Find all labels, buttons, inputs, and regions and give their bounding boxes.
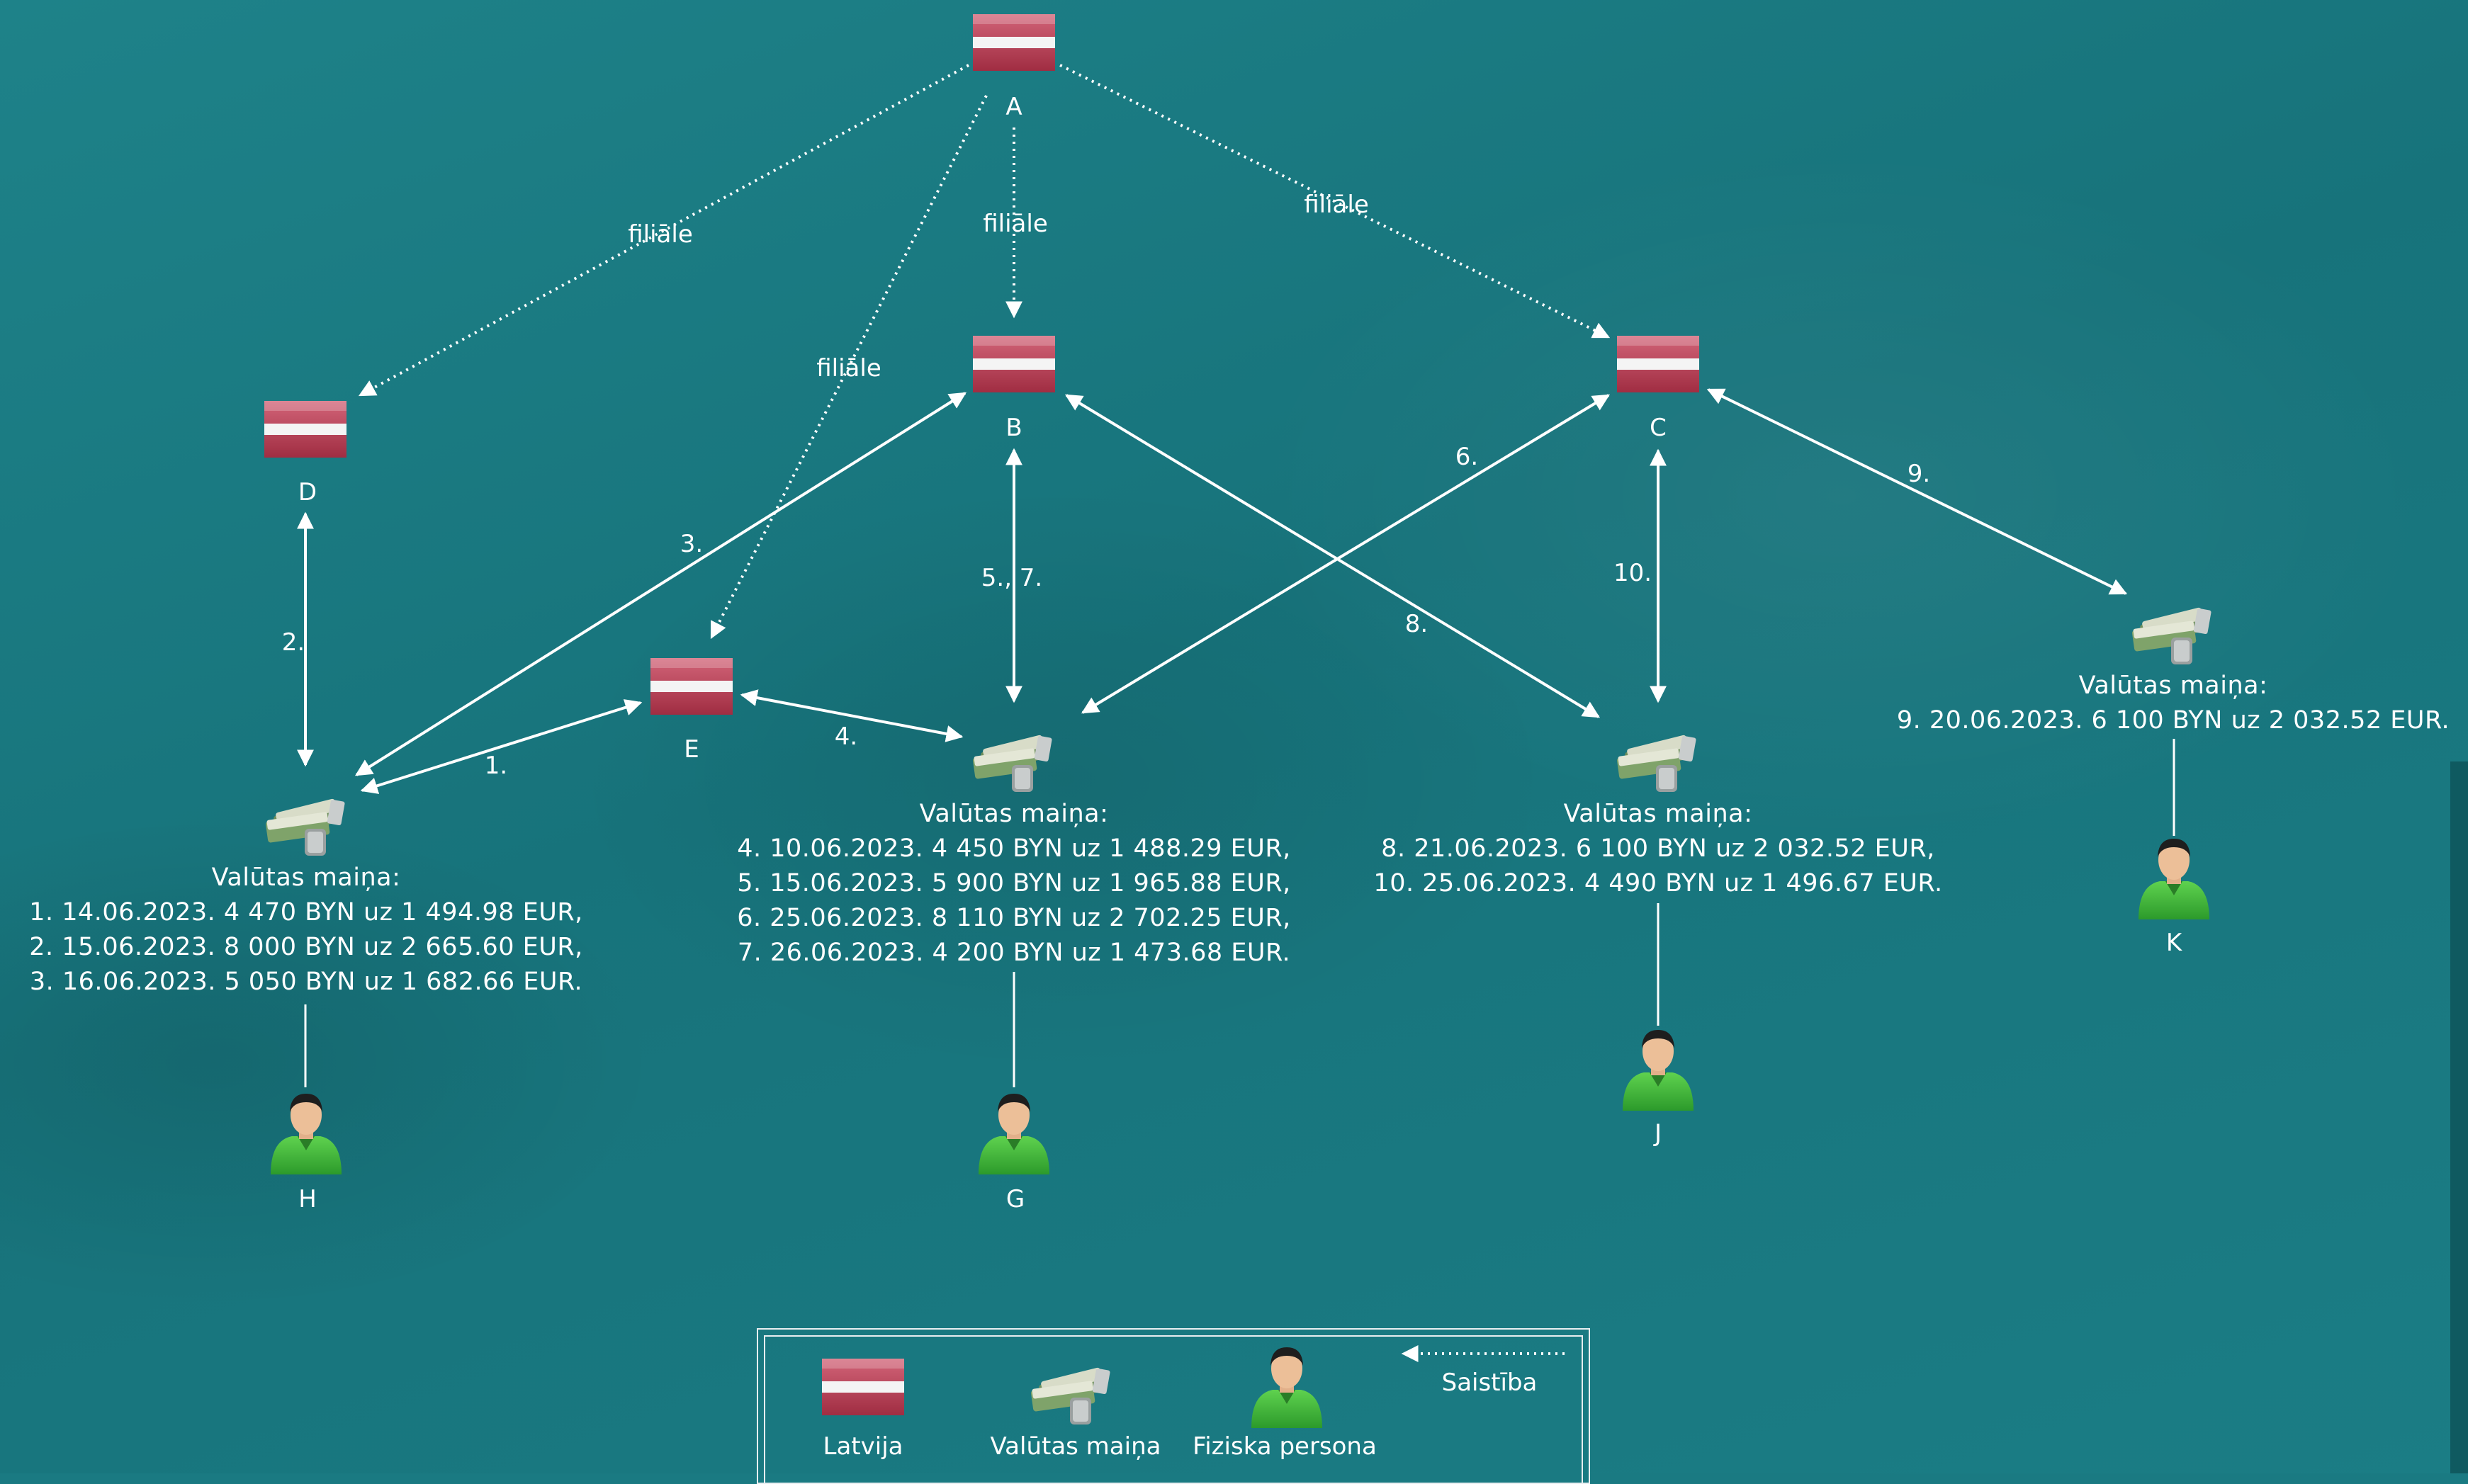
legend-label-valutas-maina: Valūtas maiņa xyxy=(990,1432,1161,1461)
exchange-title-g: Valūtas maiņa: xyxy=(919,800,1109,828)
edge-label-5-7: 5., 7. xyxy=(981,564,1043,592)
exchange-line: 6. 25.06.2023. 8 110 BYN uz 2 702.25 EUR… xyxy=(737,904,1291,932)
legend-icons xyxy=(822,1345,1565,1428)
link-a-c xyxy=(1059,64,1611,339)
edge-label-3: 3. xyxy=(680,530,704,558)
exchange-block-h: Valūtas maiņa: 1. 14.06.2023. 4 470 BYN … xyxy=(29,861,583,999)
person-icon-j xyxy=(1623,1030,1694,1111)
person-connectors xyxy=(304,739,2175,1087)
link-9 xyxy=(1706,388,2128,595)
legend-label-latvija: Latvija xyxy=(823,1432,903,1461)
node-label-a: A xyxy=(1005,93,1022,121)
edge-label-filiale-b: filiāle xyxy=(983,210,1048,238)
legend-label-saistiba: Saistība xyxy=(1441,1369,1538,1397)
node-label-e: E xyxy=(684,735,699,764)
branch-links xyxy=(358,64,1611,640)
legend-person-icon xyxy=(1251,1347,1322,1428)
edge-label-9: 9. xyxy=(1907,460,1931,488)
exchange-line: 8. 21.06.2023. 6 100 BYN uz 2 032.52 EUR… xyxy=(1381,834,1935,863)
exchange-block-j: Valūtas maiņa: 8. 21.06.2023. 6 100 BYN … xyxy=(1373,797,1942,901)
link-a-e xyxy=(710,95,988,640)
exchange-title-h: Valūtas maiņa: xyxy=(211,863,401,892)
edge-label-2: 2. xyxy=(281,628,305,657)
exchange-line: 3. 16.06.2023. 5 050 BYN uz 1 682.66 EUR… xyxy=(29,968,583,996)
right-edge-strip xyxy=(2450,761,2468,1473)
edge-label-8: 8. xyxy=(1404,610,1429,638)
exchange-title-k: Valūtas maiņa: xyxy=(2078,672,2268,700)
link-a-d xyxy=(358,64,969,397)
edge-label-10: 10. xyxy=(1613,559,1652,587)
edge-label-filiale-d: filiāle xyxy=(628,220,693,249)
exchange-title-j: Valūtas maiņa: xyxy=(1563,800,1753,828)
transaction-links xyxy=(297,388,2128,794)
exchange-block-g: Valūtas maiņa: 4. 10.06.2023. 4 450 BYN … xyxy=(737,797,1291,970)
exchange-line: 7. 26.06.2023. 4 200 BYN uz 1 473.68 EUR… xyxy=(737,939,1291,967)
money-stack-icon-h xyxy=(265,798,345,856)
exchange-block-k: Valūtas maiņa: 9. 20.06.2023. 6 100 BYN … xyxy=(1897,669,2450,738)
edge-label-4: 4. xyxy=(834,723,858,751)
link-6 xyxy=(1081,394,1611,714)
edge-label-6: 6. xyxy=(1455,443,1479,471)
person-icon-g xyxy=(979,1094,1049,1174)
legend-inner-frame xyxy=(764,1335,1583,1483)
node-label-j: J xyxy=(1654,1119,1662,1148)
exchange-line: 4. 10.06.2023. 4 450 BYN uz 1 488.29 EUR… xyxy=(737,834,1291,863)
legend-label-fiziska-persona: Fiziska persona xyxy=(1193,1432,1377,1461)
legend-flag-icon xyxy=(822,1359,904,1415)
person-icon-k xyxy=(2139,839,2209,919)
edge-label-filiale-c: filiāle xyxy=(1304,191,1369,219)
exchange-line: 2. 15.06.2023. 8 000 BYN uz 2 665.60 EUR… xyxy=(29,933,583,961)
link-8 xyxy=(1064,394,1601,718)
exchange-line: 5. 15.06.2023. 5 900 BYN uz 1 965.88 EUR… xyxy=(737,869,1291,897)
legend: Latvija Valūtas maiņa Fiziska persona Sa… xyxy=(757,1328,1590,1484)
flag-icon-e xyxy=(650,658,733,715)
money-stack-icon-g xyxy=(972,734,1052,792)
link-3 xyxy=(354,392,967,776)
node-label-k: K xyxy=(2165,929,2182,957)
node-label-h: H xyxy=(298,1185,317,1213)
money-stack-icon-j xyxy=(1616,734,1696,792)
node-label-b: B xyxy=(1005,414,1022,442)
flag-icon-a xyxy=(973,14,1055,71)
legend-money-stack-icon xyxy=(1030,1366,1110,1424)
edge-label-filiale-e: filiāle xyxy=(816,354,881,383)
node-label-c: C xyxy=(1650,414,1667,442)
flag-icon-d xyxy=(264,401,346,458)
flag-icon-b xyxy=(973,336,1055,392)
exchange-line: 1. 14.06.2023. 4 470 BYN uz 1 494.98 EUR… xyxy=(29,898,583,927)
exchange-line: 9. 20.06.2023. 6 100 BYN uz 2 032.52 EUR… xyxy=(1896,706,2450,735)
flag-icon-c xyxy=(1617,336,1699,392)
node-label-d: D xyxy=(298,478,317,506)
money-stack-icon-k xyxy=(2131,606,2211,664)
person-icon-h xyxy=(271,1094,342,1174)
node-label-g: G xyxy=(1005,1185,1025,1213)
link-4 xyxy=(740,689,964,742)
edge-label-1: 1. xyxy=(484,752,508,780)
exchange-line: 10. 25.06.2023. 4 490 BYN uz 1 496.67 EU… xyxy=(1373,869,1943,897)
